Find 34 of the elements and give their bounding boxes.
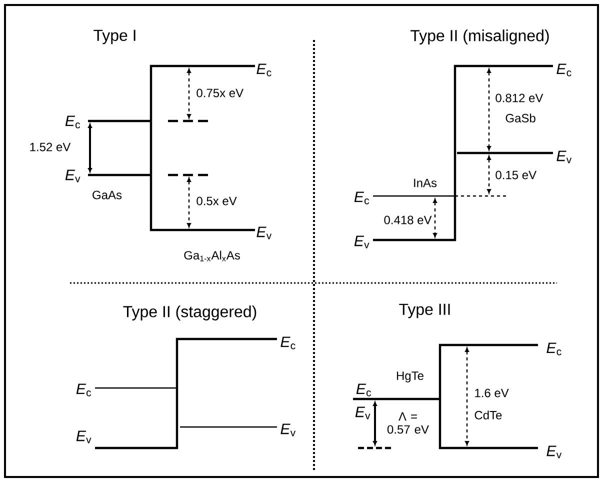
band-label: E$_{c}$ [65, 116, 80, 128]
band-label: E$_{v}$ [355, 406, 370, 420]
panel-title: Type I [94, 30, 136, 44]
band-label: E$_{v}$ [556, 150, 572, 164]
band-label: E$_{v}$ [546, 446, 562, 458]
material-label: Ga$_{1-x}$Al$_{x}$As [184, 250, 240, 262]
energy-label: 1.6 eV [475, 388, 509, 398]
material-label: InAs [414, 178, 437, 188]
material-label: GaAs [92, 190, 122, 200]
band-label: E$_{v}$ [76, 430, 92, 444]
band-label: E$_{c}$ [356, 384, 372, 396]
energy-label: Λ = 0.57 eV [387, 412, 429, 434]
material-label: GaSb [506, 114, 536, 122]
band-label: E$_{c}$ [556, 64, 572, 76]
energy-label: 0.75x eV [196, 88, 244, 98]
band-label: E$_{v}$ [280, 424, 296, 436]
band-label: E$_{v}$ [354, 236, 370, 248]
band-label: E$_{v}$ [256, 226, 272, 240]
panel-title: Type II (staggered) [123, 306, 256, 320]
band-label: E$_{c}$ [354, 192, 370, 204]
energy-label: 0.15 eV [496, 170, 536, 180]
energy-label: 1.52 eV [30, 142, 71, 152]
energy-label: 0.418 eV [384, 216, 432, 224]
band-label: E$_{c}$ [256, 64, 272, 76]
energy-label: 0.812 eV [496, 94, 544, 102]
energy-label: 0.5x eV [196, 196, 237, 206]
band-label: E$_{v}$ [65, 170, 80, 182]
band-label: E$_{c}$ [76, 384, 92, 396]
band-label: E$_{c}$ [280, 336, 296, 350]
band-label: E$_{c}$ [546, 342, 562, 356]
panel-title: Type II (misaligned) [410, 30, 549, 44]
material-label: CdTe [474, 410, 502, 420]
material-label: HgTe [396, 372, 424, 382]
panel-title: Type III [399, 304, 450, 318]
